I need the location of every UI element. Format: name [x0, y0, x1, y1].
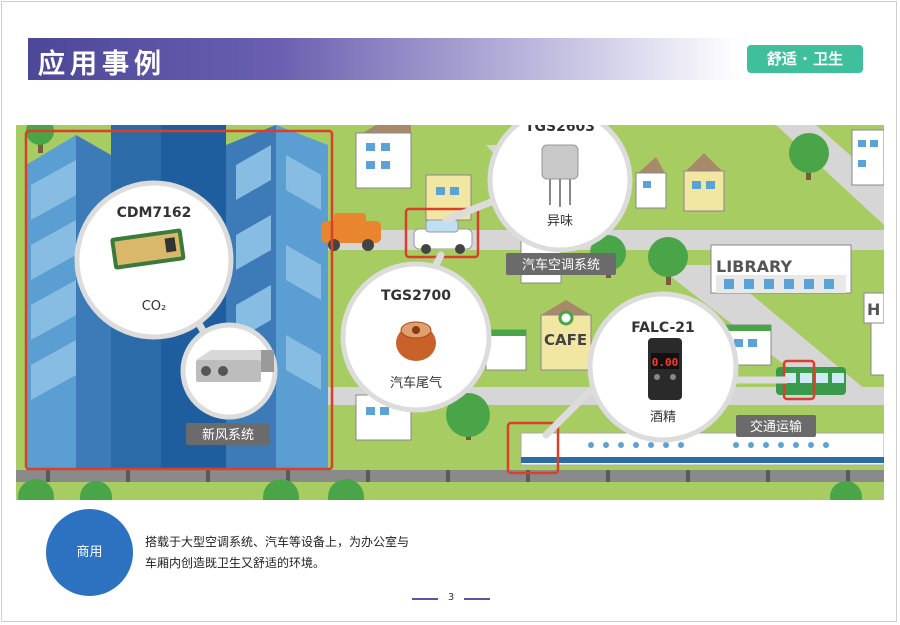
- house-9: [485, 329, 527, 371]
- falc21-callout: FALC-21 0.00 酒精: [587, 291, 739, 443]
- page-title: 应用事例: [38, 49, 166, 80]
- falc21-model: FALC-21: [631, 320, 695, 336]
- house-5: [851, 129, 884, 186]
- green-bus: [776, 367, 846, 395]
- alcohol-label: 酒精: [650, 410, 676, 425]
- description: 搭载于大型空调系统、汽车等设备上，为办公室与 车厢内创造既卫生又舒适的环境。: [145, 532, 445, 574]
- cdm7162-callout: CDM7162 CO₂: [74, 180, 234, 340]
- train-highlight-box: [506, 421, 560, 475]
- house-4: [683, 153, 725, 212]
- house-3: [635, 157, 667, 209]
- transport-label: 交通运输: [750, 419, 802, 435]
- falc-display: 0.00: [652, 356, 679, 369]
- description-line-2: 车厢内创造既卫生又舒适的环境。: [145, 556, 326, 570]
- tree-bottom: [446, 393, 490, 440]
- car-ac-label-box: [506, 253, 616, 275]
- tgs2700-callout: TGS2700 汽车尾气: [340, 261, 492, 413]
- city-highlight-box: [24, 129, 334, 471]
- tgs2603-model: TGS2603: [525, 125, 595, 135]
- house-1: [355, 125, 412, 189]
- tgs2700-model: TGS2700: [381, 288, 451, 304]
- page-number: 3: [412, 592, 490, 606]
- cafe-building: CAFE: [540, 300, 592, 371]
- exhaust-label: 汽车尾气: [390, 375, 442, 391]
- transport-label-box: [736, 415, 816, 437]
- tree-mid: [648, 237, 688, 285]
- library-sign: LIBRARY: [716, 257, 792, 276]
- description-line-1: 搭载于大型空调系统、汽车等设备上，为办公室与: [145, 535, 410, 549]
- h-sign: H: [867, 300, 880, 319]
- cdm7162-model: CDM7162: [117, 205, 192, 221]
- train: [520, 432, 884, 466]
- ventilation-label: 新风系统: [202, 427, 254, 443]
- tgs2603-callout: TGS2603 异味: [487, 125, 633, 253]
- car-ac-label: 汽车空调系统: [522, 257, 600, 273]
- odor-label: 异味: [547, 214, 573, 229]
- ventilation-label-box: [186, 423, 270, 445]
- co2-label: CO₂: [142, 299, 167, 314]
- white-car: [413, 219, 473, 254]
- tree-right: [789, 133, 829, 180]
- application-scene: LIBRARY CAFE H: [16, 125, 884, 500]
- tgs2603-connector: [442, 196, 500, 224]
- title-bar: [28, 38, 740, 80]
- falc-connector: [542, 381, 600, 439]
- orange-car: [321, 213, 381, 251]
- library-building: LIBRARY: [710, 244, 852, 294]
- ventilation-callout: [180, 322, 278, 420]
- category-tag: 舒适 · 卫生: [747, 45, 863, 73]
- cafe-sign: CAFE: [544, 331, 587, 349]
- commercial-badge: 商用: [46, 509, 133, 596]
- h-building: H: [863, 292, 884, 324]
